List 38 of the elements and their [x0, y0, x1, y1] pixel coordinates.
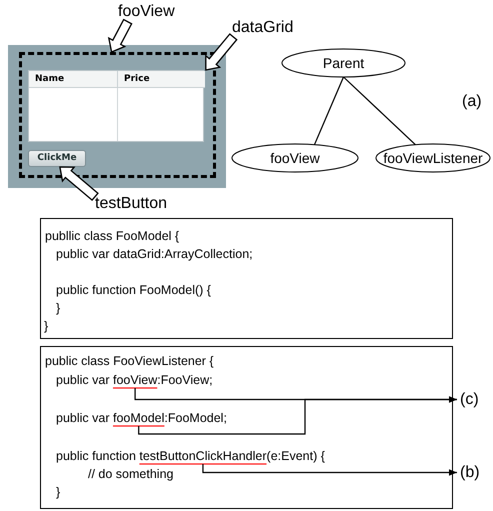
data-grid [28, 70, 204, 142]
code-line: } [44, 318, 48, 334]
push-button: ClickMe [28, 150, 86, 167]
code-line: publlic class FooModel { [45, 228, 180, 244]
code-line: } [56, 484, 60, 500]
callout-label: fooView [118, 2, 188, 24]
callout-label: (c) [460, 390, 486, 410]
leader-line [202, 464, 457, 476]
node-label: fooView [270, 150, 320, 166]
leader-line [138, 396, 457, 435]
dashed-outline [19, 52, 216, 178]
block-arrow [205, 33, 238, 71]
block-arrow [59, 166, 99, 202]
column-header: Price [117, 71, 205, 88]
ellipse-node [375, 143, 491, 173]
block-arrow [108, 18, 132, 53]
callout-label: dataGrid [232, 18, 302, 40]
callout-label: (b) [460, 463, 486, 483]
tree-line [314, 76, 344, 145]
code-line: // do something [88, 466, 174, 482]
tree-line [343, 76, 416, 146]
code-line: public var dataGrid:ArrayCollection; [56, 246, 253, 262]
node-label: fooViewListener [383, 150, 483, 166]
code-box [40, 346, 453, 509]
code-line: public class FooViewListener { [45, 353, 214, 369]
column-header: Name [29, 71, 117, 88]
panel-label: (a) [462, 92, 482, 112]
node-label: Parent [322, 55, 364, 71]
callout-label: testButton [95, 194, 190, 216]
code-box [40, 218, 453, 339]
code-line: public var fooModel:FooModel; [56, 410, 227, 426]
code-line: } [56, 300, 60, 316]
window-panel [8, 45, 226, 188]
ellipse-node [281, 48, 406, 78]
code-line: public function FooModel() { [56, 282, 211, 298]
ellipse-node [231, 143, 359, 173]
code-line: public var fooView:FooView; [56, 372, 213, 388]
code-line: public function testButtonClickHandler(e:Event) { [56, 448, 325, 464]
